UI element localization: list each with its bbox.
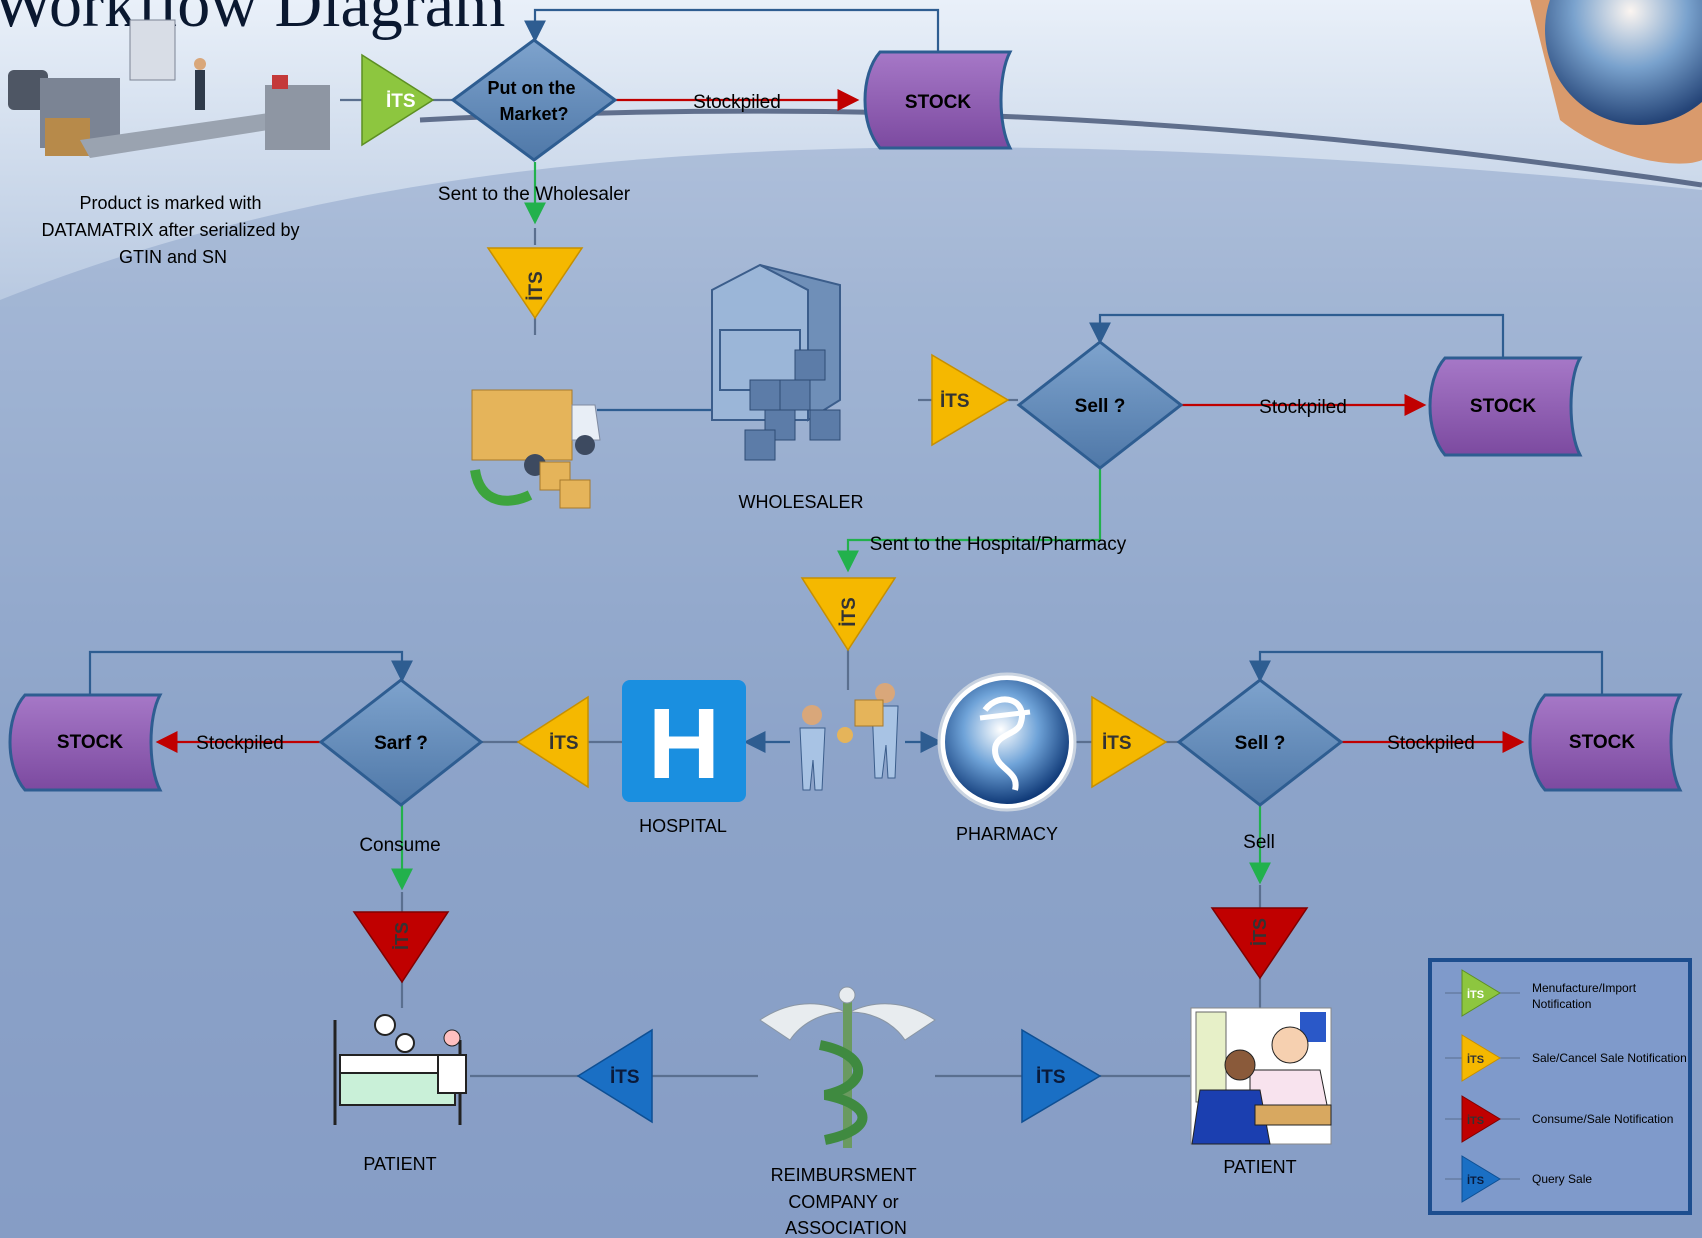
decision-put-on-market: Put on the Market? [450,38,618,162]
legend-item: İTS Consume/Sale Notification [1445,1095,1673,1143]
legend-item: İTS Menufacture/Import Notification [1445,969,1639,1017]
its-manufacture-notification: İTS [361,53,435,147]
its-consume-notification-hospital: İTS [352,911,450,984]
its-sale-notification-to-wholesaler: İTS [486,247,584,320]
svg-text:İTS: İTS [392,922,412,950]
patient-bed-icon [333,1014,467,1125]
node-label-patient-right: PATIENT [1223,1157,1296,1177]
decision-sell-pharmacy: Sell ? [1176,678,1344,807]
wholesaler-building-icon [711,263,841,461]
svg-text:İTS: İTS [940,391,970,412]
edge-label-sell: Sell [1243,832,1275,853]
svg-text:STOCK: STOCK [1470,396,1536,417]
delivery-truck-icon [470,389,601,509]
legend-label: Query Sale [1532,1172,1592,1186]
hospital-icon: H [622,680,746,802]
legend-label: Sale/Cancel Sale Notification [1532,1051,1687,1065]
svg-text:İTS: İTS [549,733,579,754]
legend-item: İTS Sale/Cancel Sale Notification [1445,1034,1687,1082]
svg-text:İTS: İTS [1467,1114,1484,1127]
legend-item: İTS Query Sale [1445,1155,1592,1203]
legend-label: Menufacture/Import Notification [1532,981,1639,1011]
factory-conveyor-icon [8,19,330,158]
node-label-wholesaler: WHOLESALER [738,492,863,512]
pharmacy-icon [937,672,1077,812]
background-swoosh [0,147,1702,1238]
edge-label-sent-to-hospital-pharmacy: Sent to the Hospital/Pharmacy [870,534,1127,555]
svg-text:STOCK: STOCK [57,732,123,753]
its-sale-notification-wholesaler: İTS [931,353,1010,447]
svg-text:İTS: İTS [1102,733,1132,754]
node-label-reimbursement: REIMBURSMENT COMPANY or ASSOCIATION [771,1165,922,1238]
globe-hand-icon [1530,0,1702,164]
edge-label-stockpiled: Stockpiled [693,92,781,113]
its-query-sale-left: İTS [576,1028,653,1124]
node-label-patient-left: PATIENT [363,1154,436,1174]
edge-label-consume: Consume [359,835,440,856]
its-consume-notification-pharmacy: İTS [1210,907,1309,980]
edge-label-stockpiled: Stockpiled [196,733,284,754]
svg-text:STOCK: STOCK [1569,732,1635,753]
legend: İTS Menufacture/Import Notification İTS … [1428,958,1692,1215]
stock-wholesaler: STOCK [1428,356,1583,457]
svg-text:H: H [648,688,720,800]
svg-text:Sell ?: Sell ? [1235,733,1286,754]
svg-text:Sarf ?: Sarf ? [374,733,428,754]
node-label-hospital: HOSPITAL [639,816,727,836]
stock-hospital: STOCK [8,693,163,792]
svg-text:Sell ?: Sell ? [1075,396,1126,417]
decision-sell-wholesaler: Sell ? [1016,340,1184,470]
svg-text:İTS: İTS [1036,1067,1066,1088]
svg-text:İTS: İTS [1467,1174,1484,1187]
its-sale-notification-pharmacy: İTS [1091,695,1168,789]
stock-pharmacy: STOCK [1528,693,1683,792]
edge-label-stockpiled: Stockpiled [1387,733,1475,754]
svg-text:İTS: İTS [1467,988,1484,1001]
stock-top: STOCK [863,50,1013,150]
svg-text:Put on the Market?: Put on the Market? [487,78,580,124]
edge-label-sent-to-wholesaler: Sent to the Wholesaler [438,184,631,205]
caduceus-icon [759,986,936,1148]
svg-text:İTS: İTS [610,1067,640,1088]
svg-text:İTS: İTS [839,597,860,627]
page-title: Workflow Diagram [0,0,505,41]
distributor-people-icon [799,683,899,791]
legend-label: Consume/Sale Notification [1532,1112,1673,1126]
decision-sarf: Sarf ? [318,678,484,807]
svg-text:STOCK: STOCK [905,92,971,113]
connectors [88,8,1604,1078]
edge-label-stockpiled: Stockpiled [1259,397,1347,418]
its-sale-notification-to-hospital-pharmacy: İTS [800,577,897,652]
svg-text:İTS: İTS [386,91,416,112]
svg-text:İTS: İTS [526,271,547,301]
svg-text:İTS: İTS [1250,918,1270,946]
manufacturer-caption: Product is marked with DATAMATRIX after … [41,193,304,267]
patient-pharmacist-icon [1190,1007,1332,1145]
its-query-sale-right: İTS [1021,1028,1102,1124]
node-label-pharmacy: PHARMACY [956,824,1058,844]
its-sale-notification-hospital: İTS [516,695,589,789]
svg-text:İTS: İTS [1467,1053,1484,1066]
